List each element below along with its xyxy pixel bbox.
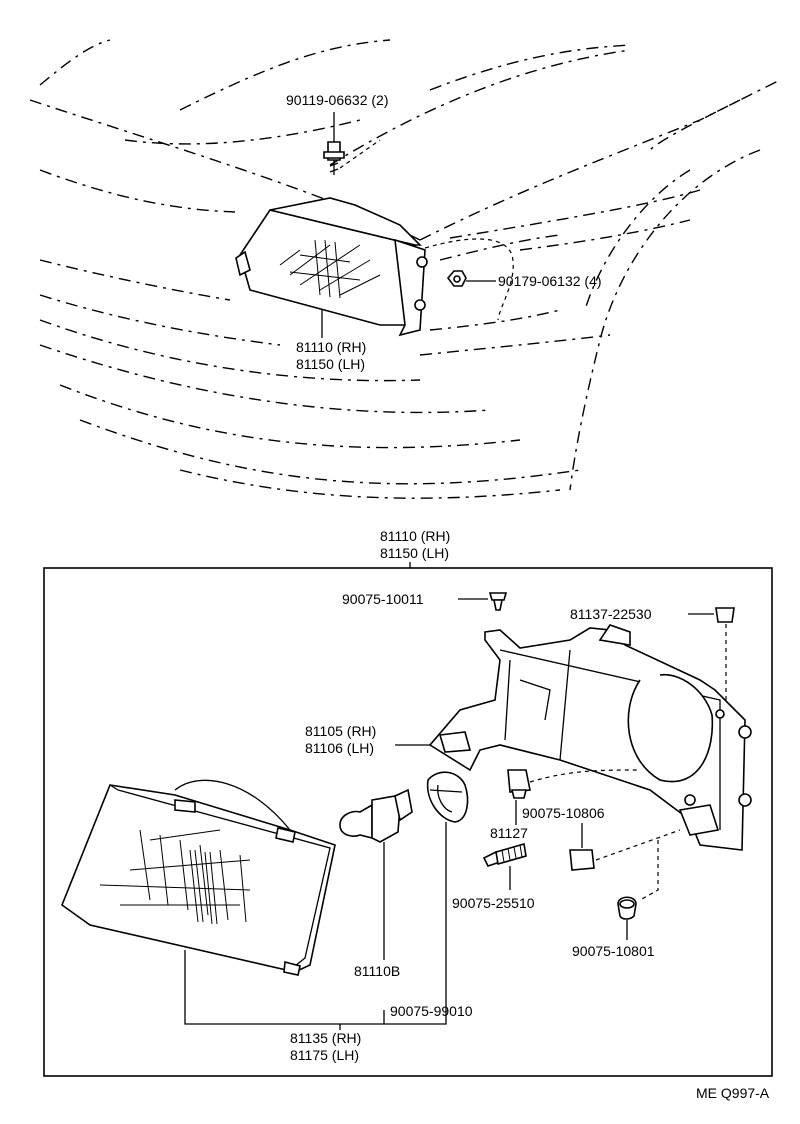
label-lens-rh: 81135 (RH) bbox=[290, 1030, 361, 1046]
bolt-90119-06632-icon bbox=[323, 112, 345, 175]
label-clip: 81137-22530 bbox=[570, 606, 652, 622]
label-nut-top: 90179-06132 (4) bbox=[498, 273, 602, 289]
headlamp-installed-illustration bbox=[235, 197, 428, 337]
label-socket-ring: 90075-99010 bbox=[390, 1003, 473, 1019]
label-adjuster-nut: 90075-10806 bbox=[522, 805, 605, 821]
bulb-81110B-icon bbox=[339, 788, 413, 843]
bracket-81127-icon bbox=[507, 769, 531, 799]
grommet-90075-10801-icon bbox=[617, 896, 637, 920]
label-grommet: 90075-10801 bbox=[572, 943, 655, 959]
label-housing-rh: 81105 (RH) bbox=[305, 723, 376, 739]
label-adjust-screw: 90075-25510 bbox=[452, 895, 535, 911]
label-assy-box-rh: 81110 (RH) bbox=[380, 528, 450, 544]
label-bracket: 81127 bbox=[490, 825, 528, 841]
label-lens-lh: 81175 (LH) bbox=[290, 1047, 359, 1063]
label-screw-small: 90075-10011 bbox=[342, 591, 424, 607]
label-bolt-top: 90119-06632 (2) bbox=[286, 92, 388, 108]
label-assy-top-lh: 81150 (LH) bbox=[296, 356, 365, 372]
adjuster-nut-90075-10806-icon bbox=[569, 849, 595, 871]
housing-81105-icon bbox=[428, 624, 752, 851]
nut-90179-06132-icon bbox=[446, 270, 467, 287]
clip-81137-22530-icon bbox=[715, 607, 735, 623]
socket-ring-90075-99010-icon bbox=[426, 771, 469, 823]
adjust-screw-90075-25510-icon bbox=[482, 842, 527, 867]
assembly-frame bbox=[43, 567, 773, 1077]
label-assy-box-lh: 81150 (LH) bbox=[380, 545, 449, 561]
figure-code: ME Q997-A bbox=[696, 1085, 770, 1101]
label-housing-lh: 81106 (LH) bbox=[305, 740, 374, 756]
label-bulb: 81110B bbox=[354, 963, 400, 979]
screw-90075-10011-icon bbox=[488, 592, 508, 611]
vehicle-body-outline bbox=[29, 39, 781, 499]
label-assy-top-rh: 81110 (RH) bbox=[296, 339, 366, 355]
lens-81135-icon bbox=[61, 779, 336, 976]
